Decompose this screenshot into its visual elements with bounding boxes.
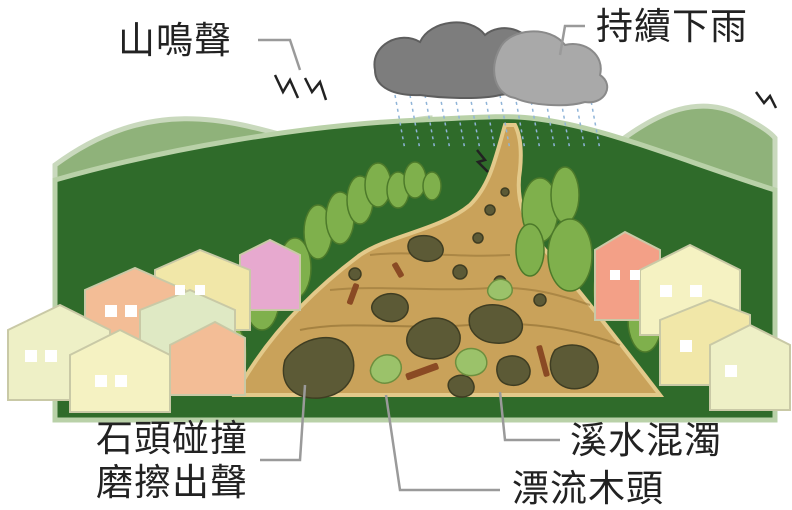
floating-logs-label: 漂流木頭 <box>512 467 664 510</box>
boulder <box>452 264 468 280</box>
tree <box>547 218 593 292</box>
tree <box>403 161 427 199</box>
house <box>169 320 246 396</box>
turbid-stream-label: 溪水混濁 <box>570 419 722 462</box>
tree <box>515 223 545 277</box>
houses-left <box>7 238 301 413</box>
leader-lines <box>258 24 585 492</box>
boulder <box>371 293 409 323</box>
boulders <box>282 187 599 399</box>
boulder <box>407 234 444 262</box>
houses-right <box>594 230 791 411</box>
boulder <box>500 187 510 197</box>
rain-cloud <box>373 21 609 151</box>
tree <box>550 166 580 224</box>
leader-line-continuous-rain <box>558 24 585 56</box>
lightning-marks <box>273 74 778 173</box>
leader-line-mountain-sound <box>258 38 302 71</box>
tree <box>422 171 442 201</box>
floating-debris <box>346 262 550 384</box>
boulder <box>496 355 531 386</box>
leader-line-logs <box>384 394 500 492</box>
house <box>709 323 791 411</box>
boulder <box>484 204 496 216</box>
boulder <box>282 336 355 399</box>
boulder <box>348 267 362 281</box>
boulder <box>533 293 547 307</box>
rocks-collide-label-line1: 石頭碰撞 <box>96 417 248 460</box>
leader-line-stream <box>498 391 560 442</box>
leader-line-rocks <box>260 384 307 462</box>
boulder <box>468 304 524 344</box>
mountain-sound-label: 山鳴聲 <box>118 19 232 62</box>
boulder <box>549 344 599 390</box>
boulder <box>472 232 484 244</box>
continuous-rain-label: 持續下雨 <box>596 5 748 48</box>
boulder <box>447 374 475 398</box>
rocks-collide-label-line2: 磨擦出聲 <box>96 461 248 504</box>
boulder <box>406 317 461 360</box>
